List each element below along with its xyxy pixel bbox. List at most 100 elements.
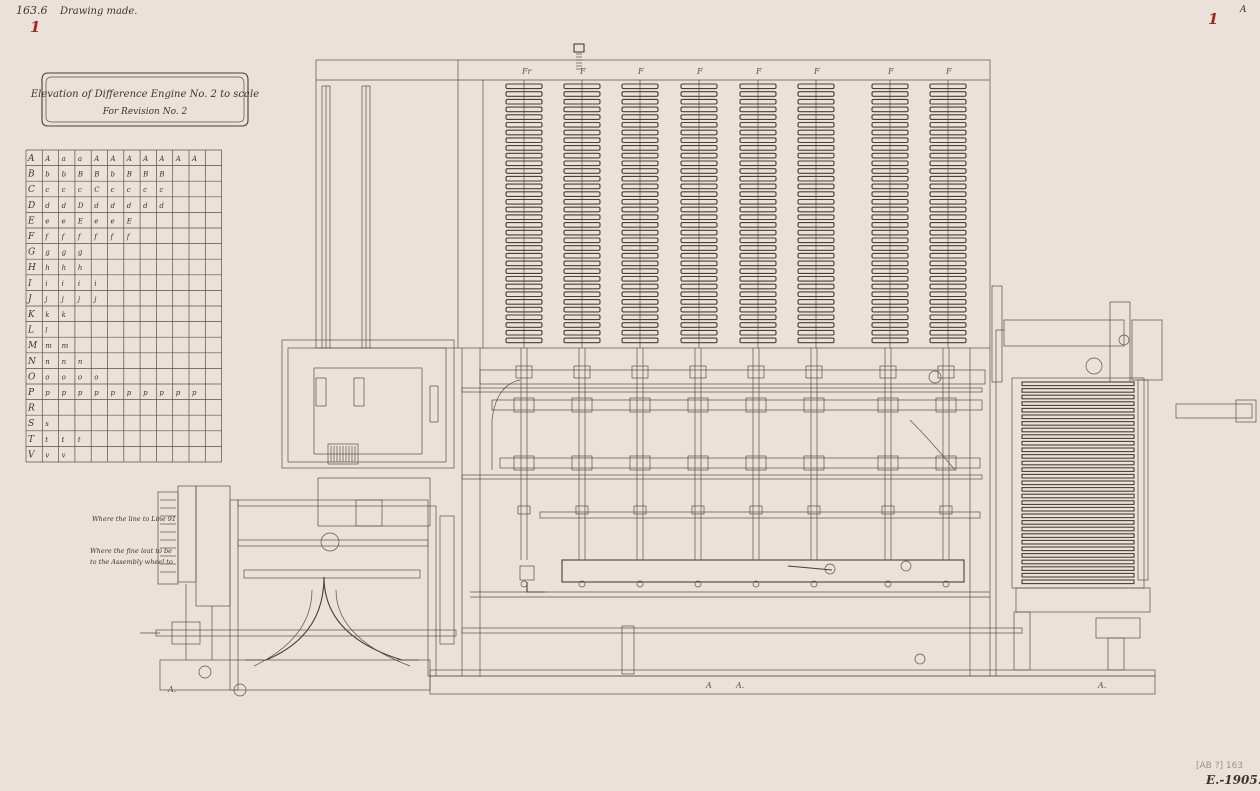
table-cell-entry: t: [62, 436, 65, 444]
column-label: F: [887, 67, 894, 76]
table-cell-entry: h: [78, 264, 83, 272]
sheet-number-right: 1: [1208, 10, 1218, 28]
shaft: [687, 348, 709, 588]
table-cell-entry: h: [62, 264, 67, 272]
table-cell-entry: d: [127, 202, 132, 210]
table-row-letter: P: [27, 388, 35, 398]
table-cell-entry: m: [45, 342, 52, 350]
table-cell-entry: i: [62, 280, 64, 288]
table-cell-entry: e: [62, 217, 66, 225]
table-cell-entry: i: [94, 280, 96, 288]
table-cell-entry: p: [176, 389, 181, 397]
figure-wheel-columns: [505, 80, 967, 348]
table-cell-entry: j: [43, 295, 48, 303]
table-cell-entry: g: [45, 249, 50, 257]
table-cell-entry: o: [78, 373, 82, 381]
table-cell-entry: f: [93, 233, 98, 241]
table-cell-entry: p: [159, 389, 164, 397]
table-row-letter: I: [27, 279, 32, 289]
base-label-2: A: [705, 681, 712, 690]
table-cell-entry: p: [143, 389, 148, 397]
wheel-column: [929, 80, 967, 348]
table-cell-entry: o: [94, 373, 98, 381]
table-cell-entry: d: [45, 202, 50, 210]
table-cell-entry: A: [44, 155, 50, 163]
wheel-column: [621, 80, 659, 348]
corner-mark-right: A: [1239, 5, 1247, 15]
table-cell-entry: s: [45, 420, 49, 428]
drawing-made-note: Drawing made.: [59, 6, 137, 17]
title-line-2: For Revision No. 2: [102, 107, 188, 117]
museum-number: E.-1905.: [1205, 773, 1260, 787]
table-cell-entry: A: [142, 155, 148, 163]
crank-stack: [1021, 381, 1135, 585]
table-cell-entry: e: [45, 217, 49, 225]
table-cell-entry: E: [126, 217, 132, 225]
column-label: F: [696, 67, 703, 76]
table-cell-entry: c: [62, 186, 66, 194]
table-cell-entry: j: [76, 295, 81, 303]
base-label-3: A.: [735, 681, 744, 690]
table-cell-entry: d: [94, 202, 99, 210]
lower-left-machinery: [140, 477, 457, 697]
table-cell-entry: o: [62, 373, 66, 381]
table-cell-entry: A: [158, 155, 164, 163]
wheel-column: [563, 80, 601, 348]
title-cartouche: Elevation of Difference Engine No. 2 to …: [30, 72, 259, 127]
table-cell-entry: i: [45, 280, 47, 288]
table-cell-entry: d: [62, 202, 67, 210]
column-label: F: [579, 67, 586, 76]
catalogue-note: 163.6: [16, 4, 48, 17]
table-cell-entry: d: [143, 202, 148, 210]
shaft: [629, 348, 651, 588]
table-cell-entry: o: [45, 373, 49, 381]
table-row-letter: H: [27, 263, 36, 273]
table-row-letter: F: [27, 232, 35, 242]
shaft: [745, 348, 767, 588]
table-row-letter: T: [28, 435, 35, 445]
left-box-hatch: [330, 446, 356, 462]
left-box: [281, 339, 455, 469]
table-cell-entry: A: [126, 155, 132, 163]
table-cell-entry: d: [159, 202, 164, 210]
table-cell-entry: b: [111, 171, 116, 179]
table-cell-entry: t: [45, 436, 48, 444]
table-cell-entry: f: [44, 233, 49, 241]
table-cell-entry: i: [78, 280, 80, 288]
base-label-4: A.: [1097, 681, 1106, 690]
table-cell-entry: c: [111, 186, 115, 194]
left-note-2: Where the fine leat to be: [90, 547, 172, 555]
table-row-letter: A: [27, 154, 35, 164]
table-row-letter: J: [26, 294, 33, 304]
table-cell-entry: j: [60, 295, 65, 303]
table-cell-entry: f: [77, 233, 82, 241]
shaft: [877, 348, 899, 588]
table-cell-entry: e: [111, 217, 115, 225]
table-cell-entry: d: [111, 202, 116, 210]
table-cell-entry: a: [62, 155, 66, 163]
table-cell-entry: p: [94, 389, 99, 397]
shaft: [513, 348, 535, 588]
table-cell-entry: g: [62, 249, 67, 257]
table-row-letter: R: [27, 404, 35, 414]
table-cell-entry: A: [110, 155, 116, 163]
column-label: F: [945, 67, 952, 76]
sheet-number-left: 1: [30, 18, 40, 36]
table-row-letter: D: [27, 201, 35, 211]
shaft: [935, 348, 957, 588]
left-note-1: Where the line to Line 91: [92, 515, 176, 523]
table-cell-entry: a: [78, 155, 82, 163]
shaft: [803, 348, 825, 588]
table-row-letter: K: [27, 310, 36, 320]
title-line-1: Elevation of Difference Engine No. 2 to …: [30, 89, 259, 100]
table-cell-entry: B: [126, 171, 132, 179]
table-cell-entry: p: [192, 389, 197, 397]
wheel-column: [871, 80, 909, 348]
table-cell-entry: p: [62, 389, 67, 397]
table-cell-entry: m: [62, 342, 69, 350]
table-cell-entry: c: [78, 186, 82, 194]
table-cell-entry: f: [126, 233, 131, 241]
